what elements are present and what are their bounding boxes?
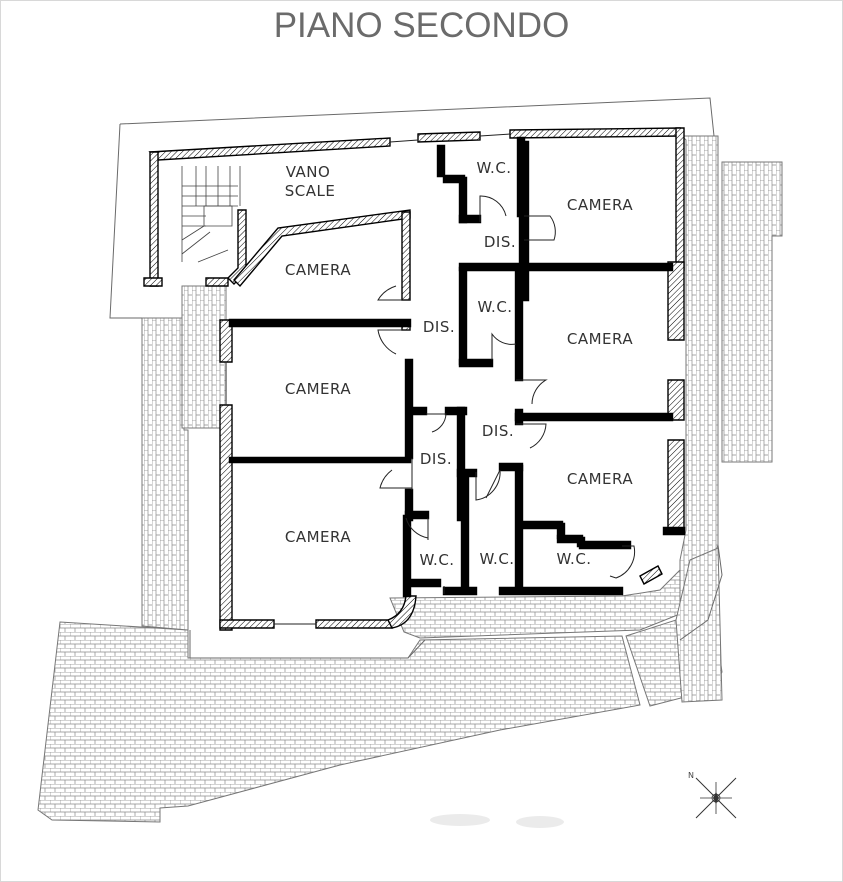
room-label-camera-6: CAMERA — [567, 470, 633, 488]
room-label-dis-2: DIS. — [423, 318, 455, 336]
room-label-vano-scale-line2: SCALE — [285, 182, 336, 200]
room-label-camera-2: CAMERA — [285, 380, 351, 398]
watermark-smudge — [430, 814, 564, 828]
room-label-wc-2: W.C. — [477, 298, 512, 316]
room-label-wc-4: W.C. — [479, 550, 514, 568]
room-label-camera-1: CAMERA — [285, 261, 351, 279]
room-label-vano-scale-line1: VANO — [286, 163, 331, 181]
room-label-dis-3: DIS. — [482, 422, 514, 440]
page-title: PIANO SECONDO — [273, 6, 570, 45]
room-label-camera-4: CAMERA — [567, 196, 633, 214]
room-labels: VANO SCALE CAMERA CAMERA CAMERA CAMERA C… — [285, 159, 633, 569]
room-label-wc-1: W.C. — [476, 159, 511, 177]
north-arrow-icon: N — [688, 771, 737, 819]
room-label-dis-1: DIS. — [484, 233, 516, 251]
compass-north-label: N — [688, 771, 694, 780]
building-walls — [143, 127, 686, 631]
room-label-wc-5: W.C. — [556, 550, 591, 568]
room-label-camera-5: CAMERA — [567, 330, 633, 348]
door-swings — [225, 133, 636, 625]
room-label-camera-3: CAMERA — [285, 528, 351, 546]
terrace-paving — [37, 135, 783, 823]
room-label-dis-4: DIS. — [420, 450, 452, 468]
staircase — [181, 166, 241, 263]
room-label-wc-3: W.C. — [419, 551, 454, 569]
slab-outline — [109, 97, 723, 659]
